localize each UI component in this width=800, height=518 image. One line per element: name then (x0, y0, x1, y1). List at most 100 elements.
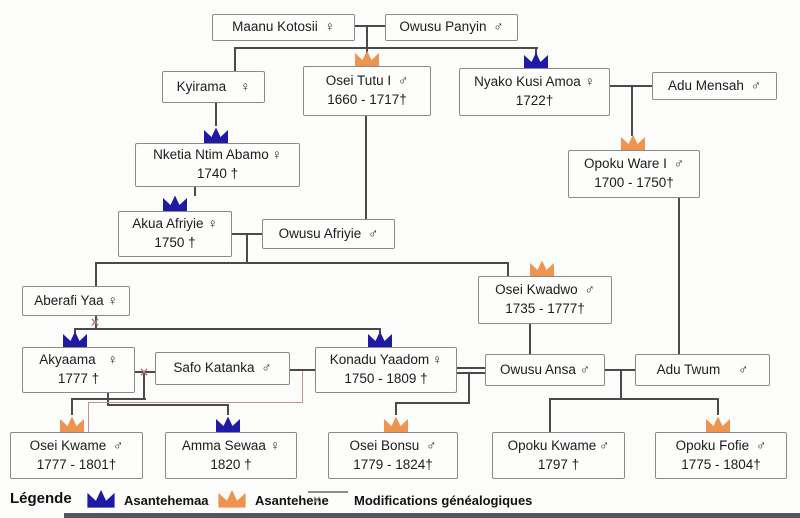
connector-line (95, 316, 97, 329)
modification-line (88, 403, 89, 432)
gender-symbol: ♂ (584, 282, 595, 298)
gender-symbol: ♂ (738, 361, 749, 377)
legend-label-asantehemaa: Asantehemaa (124, 493, 209, 508)
person-dates: 1750 † (154, 235, 196, 250)
connector-line (507, 263, 509, 276)
person-name: Nyako Kusi Amoa (474, 74, 581, 90)
asantehene-crown-icon (621, 134, 645, 150)
connector-line (143, 372, 145, 399)
person-dates: 1660 - 1717† (327, 92, 407, 107)
person-box-osei-bonsu: Osei Bonsu♂ 1779 - 1824† (328, 432, 458, 479)
connector-line (678, 198, 680, 354)
person-name: Owusu Afriyie (278, 225, 362, 241)
connector-line (468, 373, 470, 403)
asantehemaa-crown-icon (63, 331, 87, 347)
connector-line (95, 262, 509, 264)
person-dates: 1777 - 1801† (36, 456, 117, 472)
modification-line (302, 371, 303, 403)
connector-line (107, 393, 109, 406)
person-box-owusu-panyin: Owusu Panyin♂ (385, 14, 518, 41)
gender-symbol: ♀ (584, 74, 595, 90)
connector-line (74, 329, 76, 333)
asantehemaa-crown-icon (87, 490, 115, 508)
asantehene-crown-icon (218, 490, 246, 508)
connector-line (194, 187, 196, 196)
connector-line (457, 372, 485, 374)
person-box-owusu-ansa: Owusu Ansa♂ (485, 354, 605, 386)
connector-line (290, 369, 315, 371)
person-box-akua-afriyie: Akua Afriyie♀ 1750 † (118, 211, 232, 257)
person-dates: 1735 - 1777† (505, 301, 585, 316)
person-box-kyirama: Kyirama ♀ (162, 71, 265, 103)
legend-label-asantehene: Asantehene (255, 493, 329, 508)
gender-symbol: ♀ (271, 147, 282, 163)
person-dates: 1820 † (210, 456, 252, 472)
person-dates: 1740 † (196, 166, 239, 181)
person-dates: 1775 - 1804† (681, 456, 761, 472)
person-box-opoku-fofie: Opoku Fofie ♂ 1775 - 1804† (655, 432, 787, 479)
person-name: Osei Bonsu (349, 437, 420, 453)
person-dates: 1777 † (57, 371, 100, 386)
connector-line (549, 400, 551, 432)
asantehemaa-crown-icon (204, 127, 228, 143)
person-name: Maanu Kotosii (232, 19, 318, 35)
person-name: Opoku Ware I (584, 156, 667, 172)
person-name: Adu Twum (656, 361, 721, 377)
connector-line (234, 48, 236, 71)
gender-symbol: ♂ (756, 437, 767, 453)
asantehene-crown-icon (384, 416, 408, 432)
person-box-opoku-kwame: Opoku Kwame♂ 1797 † (492, 432, 625, 479)
gender-symbol: ♀ (207, 216, 218, 232)
person-name: Owusu Panyin (399, 19, 487, 35)
person-name: Opoku Fofie (675, 437, 750, 453)
connector-line (365, 116, 367, 219)
connector-line (227, 405, 229, 415)
gender-symbol: ♂ (368, 225, 379, 241)
person-box-safo-katanka: Safo Katanka♂ (155, 352, 290, 385)
gender-symbol: ♂ (599, 437, 610, 453)
connector-line (71, 400, 73, 415)
person-box-nketia-ntim-abamo: Nketia Ntim Abamo♀ 1740 † (135, 143, 300, 187)
connector-line (215, 103, 217, 126)
connector-line (395, 403, 397, 415)
asantehene-crown-icon (355, 50, 379, 66)
asantehene-crown-icon (60, 416, 84, 432)
connector-line (535, 48, 537, 56)
modification-x-icon: × (312, 493, 322, 506)
connector-line (246, 234, 248, 263)
connector-line (366, 26, 368, 48)
gender-symbol: ♂ (261, 360, 272, 376)
legend-label-modifications: Modifications généalogiques (354, 493, 533, 508)
gender-symbol: ♀ (107, 352, 118, 368)
person-dates: 1700 - 1750† (594, 175, 674, 190)
gender-symbol: ♀ (240, 78, 251, 94)
legend-title: Légende (10, 490, 72, 507)
person-name: Kyirama (176, 78, 227, 94)
connector-line (457, 367, 485, 369)
person-box-owusu-afriyie: Owusu Afriyie ♂ (262, 219, 395, 249)
gender-symbol: ♂ (579, 361, 590, 377)
person-box-akyaama: Akyaama ♀ 1777 † (22, 347, 135, 393)
asantehemaa-crown-icon (368, 331, 392, 347)
gender-symbol: ♂ (426, 437, 437, 453)
connector-line (234, 47, 538, 49)
person-name: Amma Sewaa (181, 437, 266, 453)
person-name: Owusu Ansa (500, 361, 576, 377)
person-box-osei-tutu-i: Osei Tutu I♂ 1660 - 1717† (303, 66, 431, 116)
gender-symbol: ♀ (269, 437, 281, 453)
modification-line-sample (308, 491, 348, 493)
person-name: Aberafi Yaa (34, 292, 104, 308)
connector-line (135, 371, 155, 373)
person-box-osei-kwadwo: Osei Kwadwo♂ 1735 - 1777† (478, 276, 612, 324)
person-name: Akyaama (39, 352, 96, 368)
gender-symbol: ♂ (113, 437, 124, 453)
connector-line (74, 328, 381, 330)
gender-symbol: ♂ (750, 77, 761, 93)
connector-line (379, 329, 381, 333)
connector-line (631, 86, 633, 136)
person-dates: 1797 † (537, 456, 580, 472)
person-box-osei-kwame: Osei Kwame♂ 1777 - 1801† (10, 432, 143, 479)
person-box-amma-sewaa: Amma Sewaa♀ 1820 † (165, 432, 297, 479)
modification-x-icon: × (138, 365, 150, 379)
